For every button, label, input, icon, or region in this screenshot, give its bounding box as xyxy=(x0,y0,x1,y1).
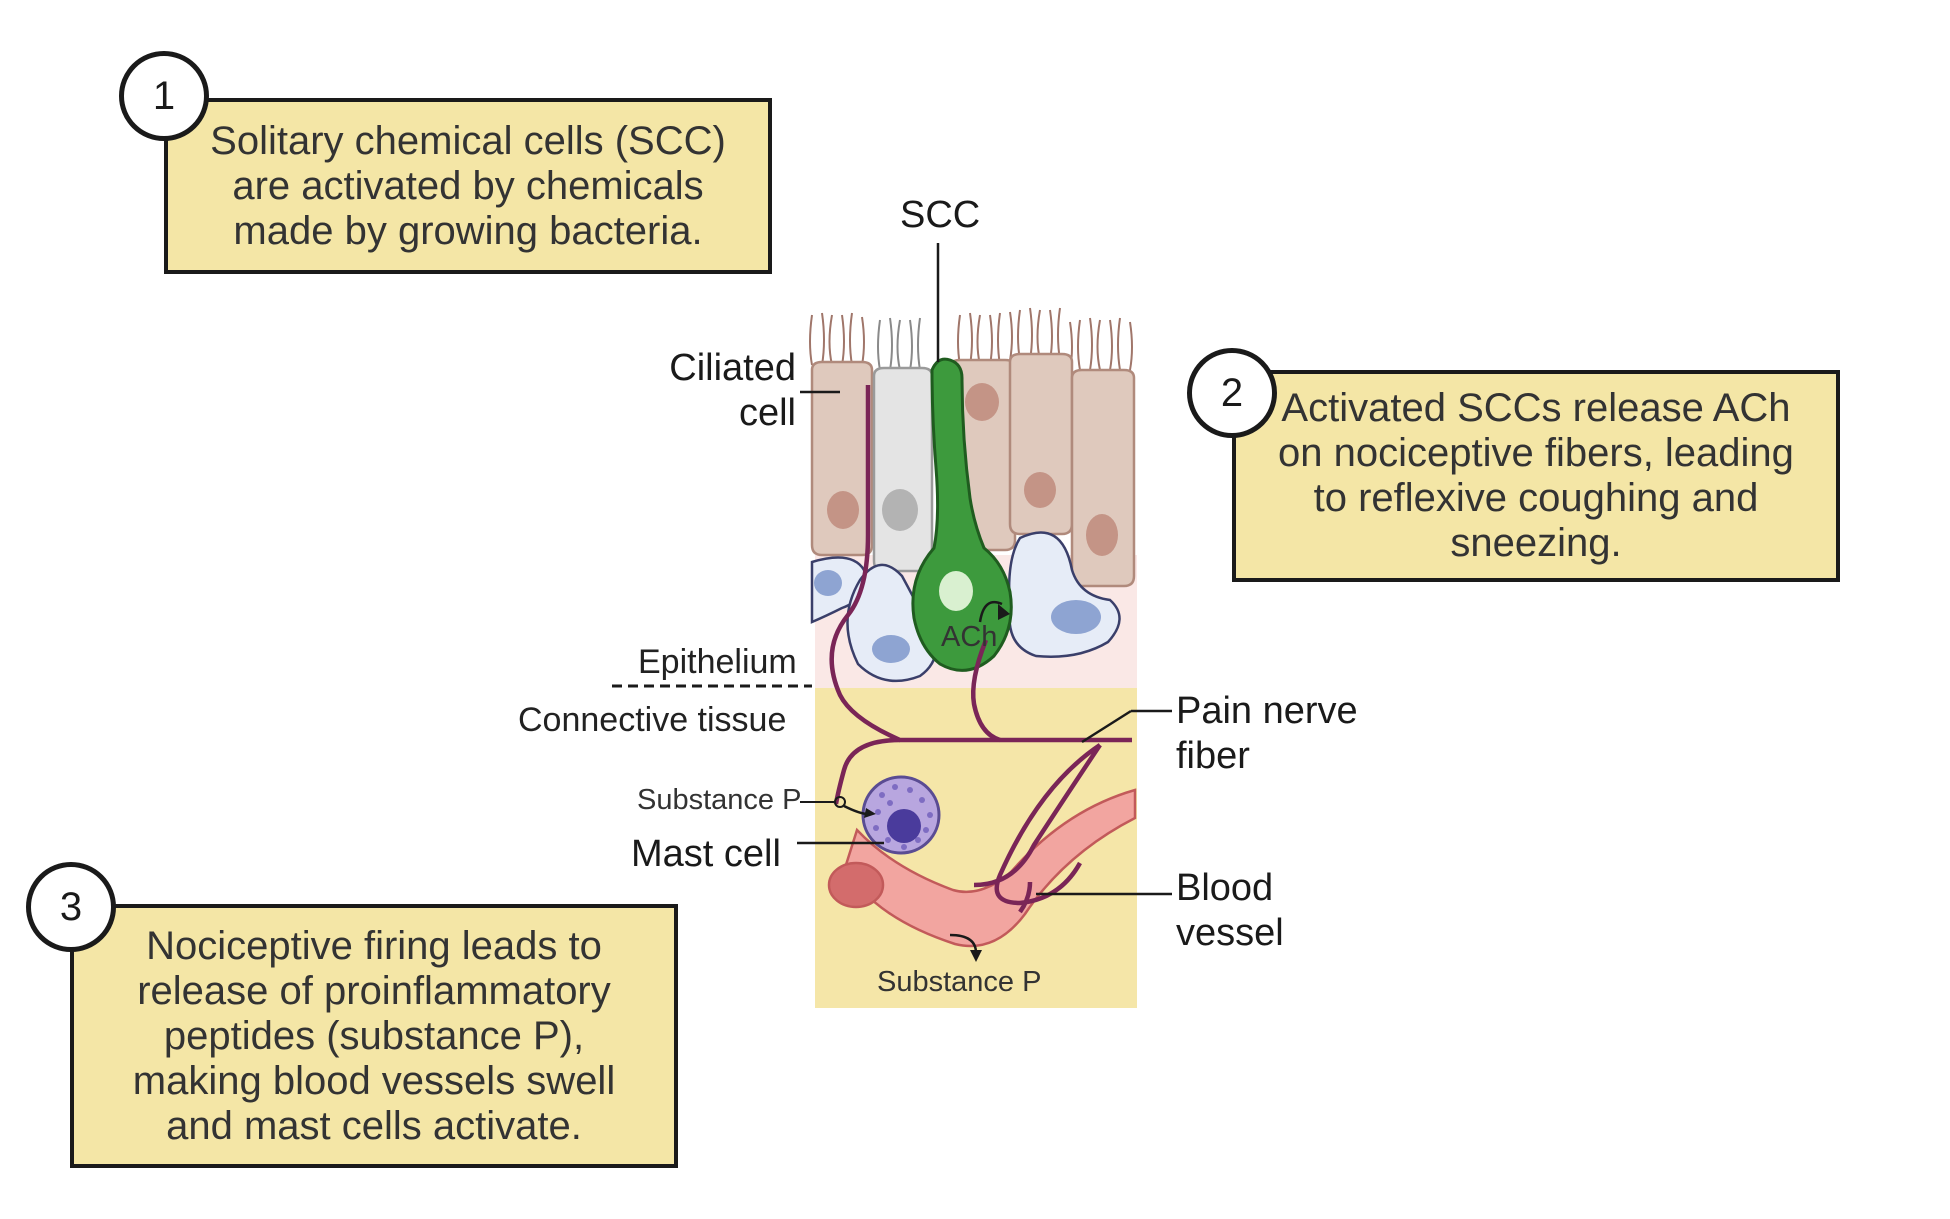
ciliated-cell-grey xyxy=(872,366,934,573)
step-1-number: 1 xyxy=(119,51,209,141)
release-arrow-icon xyxy=(978,600,1003,623)
label-connective-tissue: Connective tissue xyxy=(518,701,787,739)
step-2-number: 2 xyxy=(1187,348,1277,438)
label-scc: SCC xyxy=(900,194,981,236)
step-3-number: 3 xyxy=(26,862,116,952)
label-pain-nerve-fiber: Pain nerve fiber xyxy=(1176,690,1358,777)
step-3-text: Nociceptive firing leads to release of p… xyxy=(132,923,616,1148)
scc-nucleus xyxy=(939,571,973,611)
mast-cell-granules-icon xyxy=(873,784,933,850)
step-2-text: Activated SCCs release ACh on nociceptiv… xyxy=(1278,386,1794,565)
scc-cell xyxy=(911,357,1013,672)
step-3-box: Nociceptive firing leads to release of p… xyxy=(70,904,678,1168)
mast-cell-nucleus xyxy=(887,809,921,843)
label-substance-p-vessel: Substance P xyxy=(877,966,1042,998)
vessel-lumen xyxy=(827,861,885,909)
label-blood-vessel: Blood vessel xyxy=(1176,867,1284,954)
basal-cell-2 xyxy=(846,563,937,683)
step-1-text: Solitary chemical cells (SCC) are activa… xyxy=(210,118,726,253)
step-1-box: Solitary chemical cells (SCC) are activa… xyxy=(164,98,772,274)
label-ciliated-cell: Ciliated cell xyxy=(669,347,796,434)
label-mast-cell: Mast cell xyxy=(631,833,781,875)
step-2-box: Activated SCCs release ACh on nociceptiv… xyxy=(1232,370,1840,582)
label-ach: ACh xyxy=(941,621,998,653)
blood-vessel xyxy=(843,788,1137,948)
label-substance-p-mast: Substance P xyxy=(637,784,802,816)
label-epithelium: Epithelium xyxy=(638,643,797,681)
